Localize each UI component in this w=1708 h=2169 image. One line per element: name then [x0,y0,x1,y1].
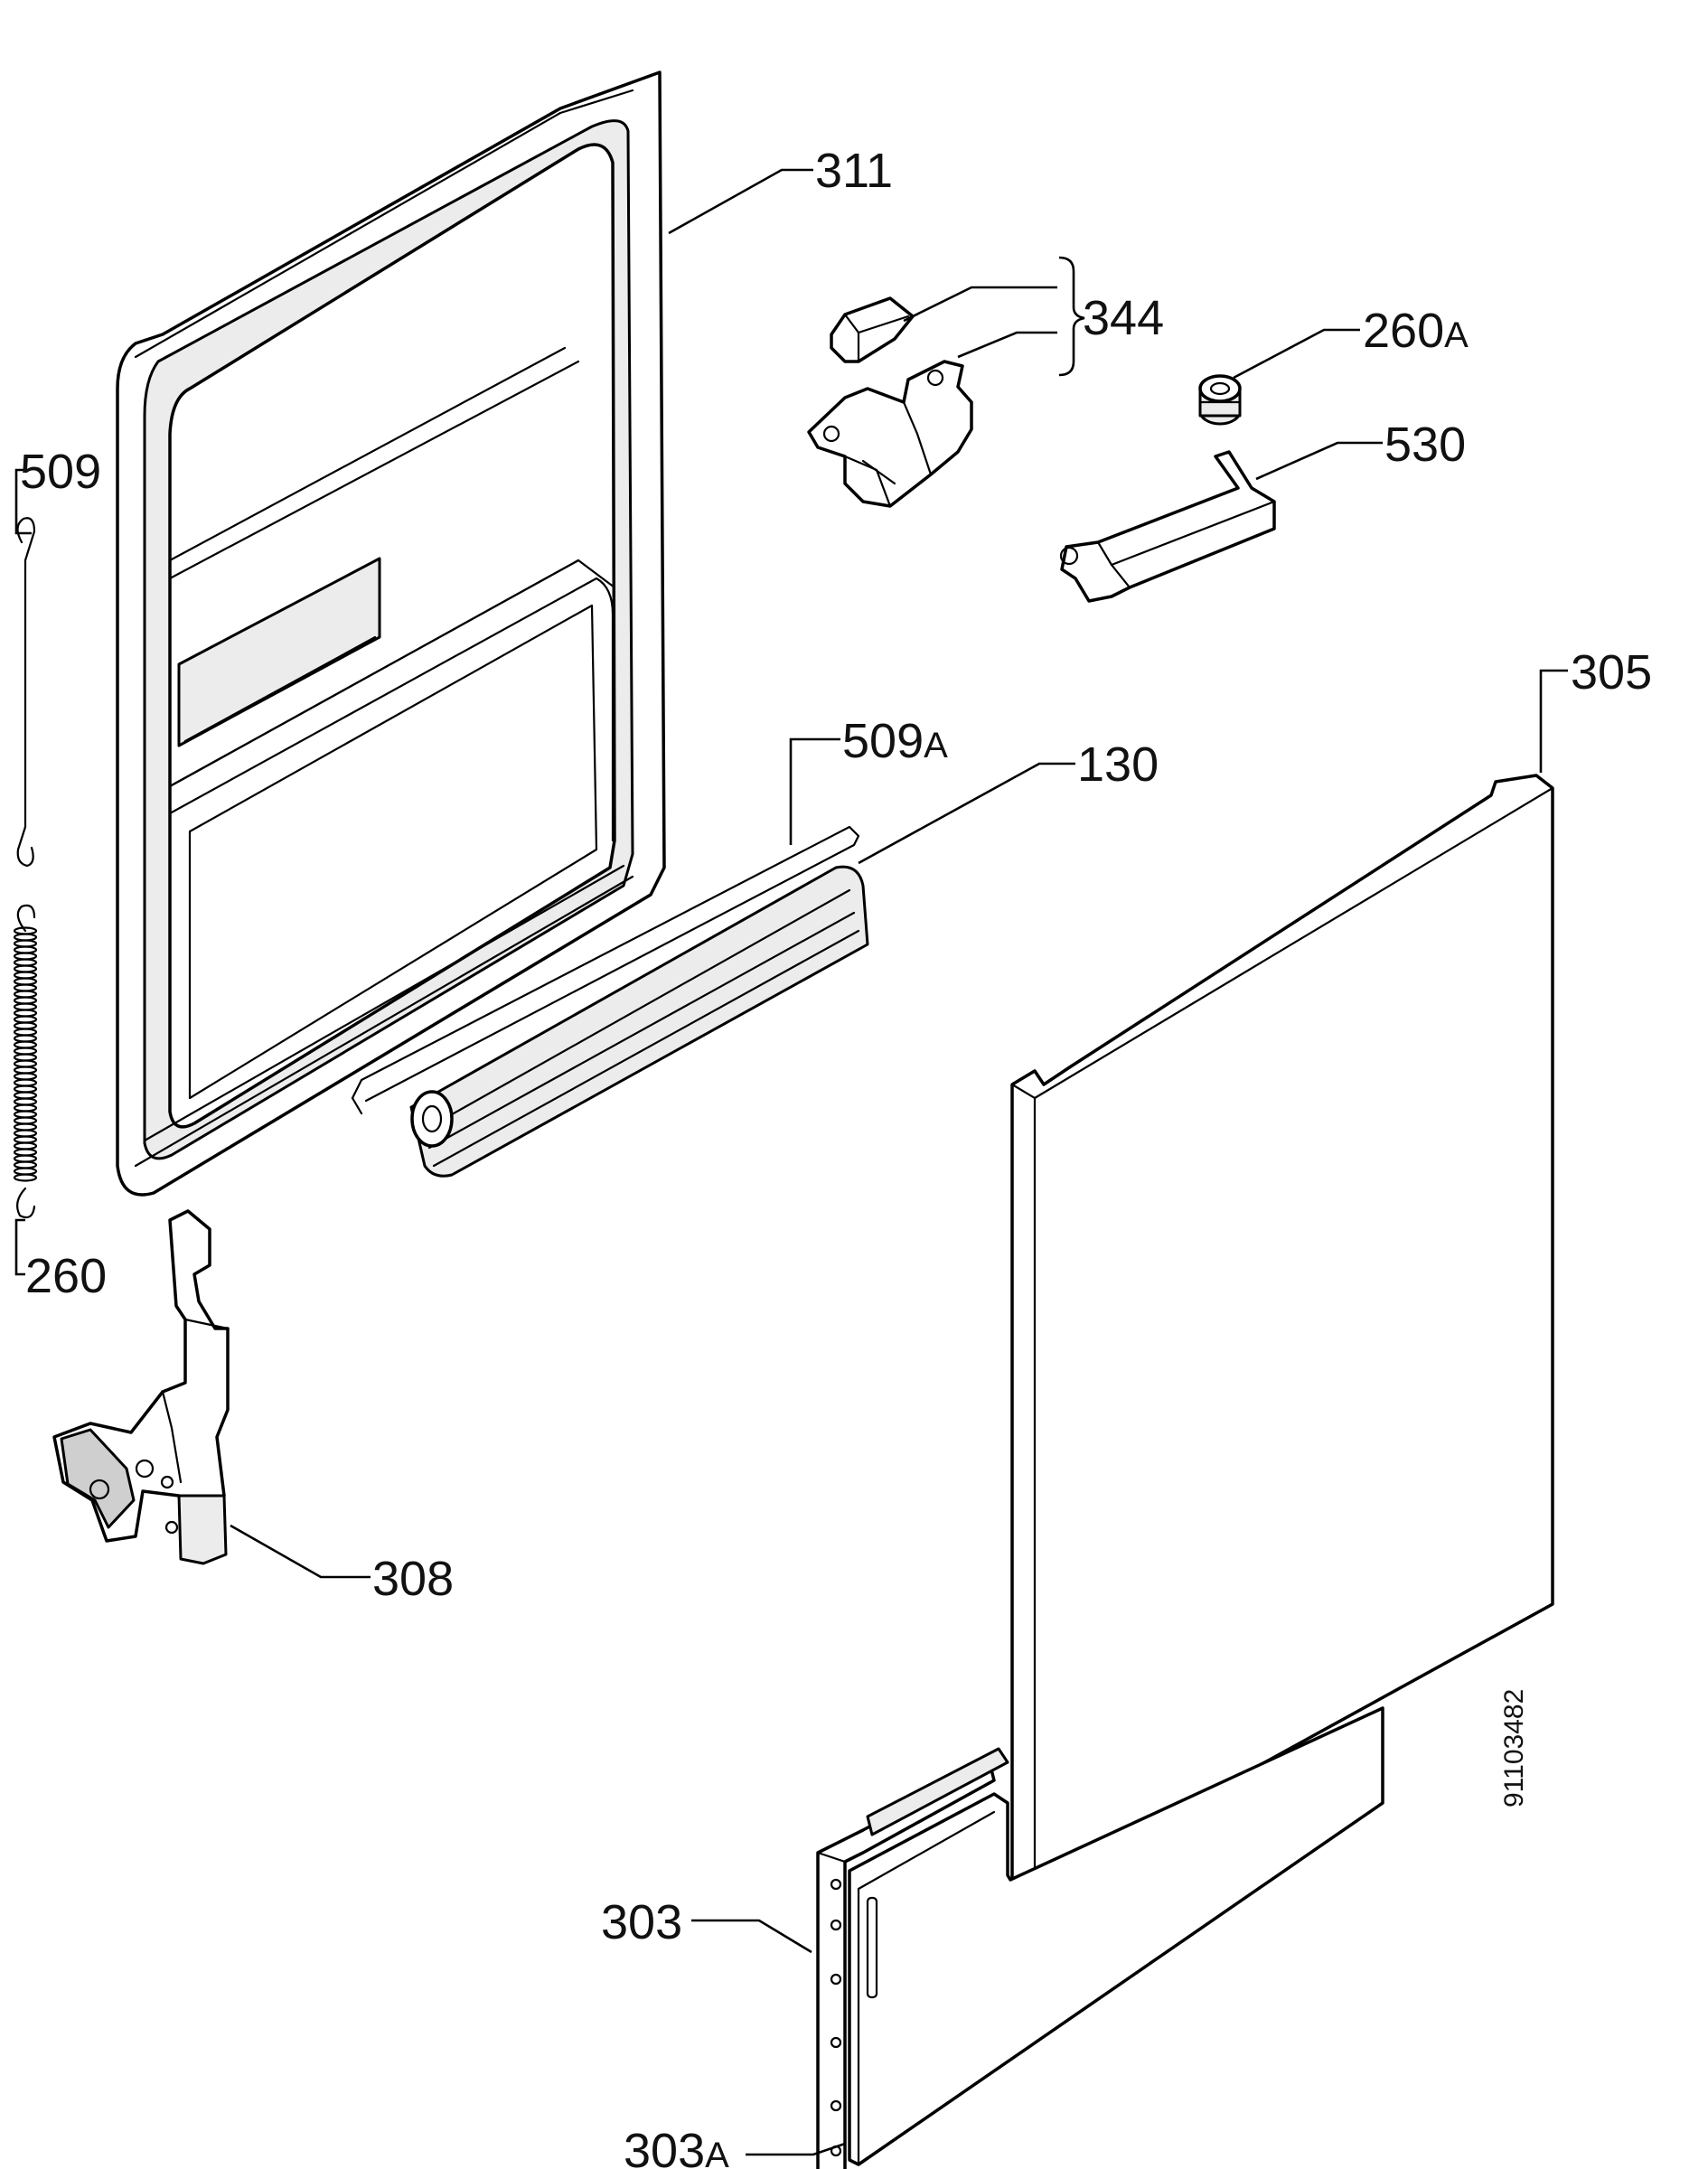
leader-509A [789,737,840,845]
callout-303: 303 [601,1895,682,1949]
part-260A-grommet [1198,374,1242,426]
leader-344-a [903,286,1057,323]
callout-344: 344 [1083,291,1164,345]
leader-509 [14,468,32,535]
callout-260A: 260A [1363,304,1469,358]
part-260-spring [13,904,38,1219]
part-305-door-panel [1010,774,1554,1891]
document-number: 91103482 [1499,1689,1529,1808]
part-130-gasket [409,865,869,1178]
leader-344-b [957,331,1057,359]
leader-260A [1233,328,1360,380]
callout-308: 308 [372,1552,454,1606]
callout-labels: 311 344 260A 530 509 305 509A 130 260 30… [20,144,1652,2169]
callout-530: 530 [1384,418,1466,472]
callout-260: 260 [25,1249,107,1303]
spring-coil [13,1173,38,1182]
callout-509: 509 [20,445,101,499]
leader-lines [14,168,1568,2156]
part-311-inner-door [116,70,666,1197]
callout-305: 305 [1571,645,1652,700]
part-530-bracket [1059,450,1276,603]
leader-305 [1539,669,1568,773]
callout-303A: 303A [624,2124,729,2169]
leader-530 [1255,441,1383,481]
part-344-latch-body [807,360,973,508]
leader-303 [691,1919,812,1954]
part-344-latch-slider [830,296,915,363]
callout-130: 130 [1077,737,1159,792]
part-509A-rod [351,825,860,1115]
leader-308 [230,1524,371,1579]
part-509-spring [16,517,36,868]
leader-311 [668,168,813,235]
leader-260 [14,1218,25,1276]
part-303A-kick-plate [848,1706,1384,2166]
leader-130 [858,762,1075,865]
part-308-hinge [52,1209,230,1565]
callout-311: 311 [815,144,893,198]
leader-303A [746,2142,846,2156]
brace-344 [1058,256,1085,377]
callout-509A: 509A [842,714,948,768]
